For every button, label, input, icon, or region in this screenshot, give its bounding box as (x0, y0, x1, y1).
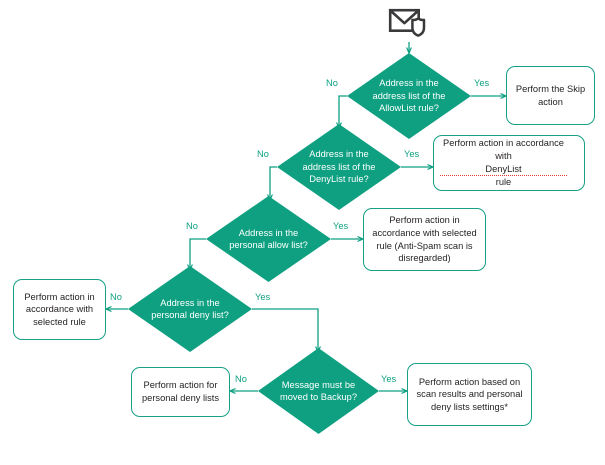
spellcheck-flagged-word: DenyList (440, 163, 567, 177)
decision-allowlist[interactable]: Address in the address list of the Allow… (347, 53, 471, 139)
decision-denylist-label: Address in the address list of the DenyL… (302, 149, 376, 185)
decision-personal-deny[interactable]: Address in the personal deny list? (128, 266, 252, 352)
edge-label-personal-allow-yes: Yes (333, 221, 349, 231)
action-denylist-rule-label: Perform action in accordance with DenyLi… (440, 137, 578, 188)
edge-label-allowlist-no: No (326, 78, 338, 88)
edge-personal-deny-yes (252, 308, 318, 352)
action-skip[interactable]: Perform the Skip action (506, 66, 595, 125)
mail-with-shield-icon (388, 8, 430, 42)
action-personal-deny-lists-label: Perform action for personal deny lists (141, 380, 219, 403)
action-selected-rule[interactable]: Perform action in accordance with select… (13, 279, 106, 340)
action-selected-rule-no-spam-label: Perform action in accordance with select… (372, 215, 477, 264)
edge-allowlist-no (339, 95, 347, 128)
action-scan-results-label: Perform action based on scan results and… (416, 376, 523, 412)
action-denylist-rule-text-before: Perform action in accordance with (443, 138, 564, 161)
decision-denylist[interactable]: Address in the address list of the DenyL… (277, 124, 401, 210)
edge-label-denylist-no: No (257, 149, 269, 159)
decision-personal-allow-label: Address in the personal allow list? (229, 227, 308, 250)
edge-denylist-no (270, 166, 277, 200)
decision-backup[interactable]: Message must be moved to Backup? (258, 348, 379, 434)
edge-label-allowlist-yes: Yes (474, 78, 490, 88)
edge-label-personal-allow-no: No (186, 221, 198, 231)
edge-label-denylist-yes: Yes (404, 149, 420, 159)
action-selected-rule-label: Perform action in accordance with select… (24, 291, 95, 327)
decision-personal-deny-label: Address in the personal deny list? (151, 297, 229, 320)
edge-label-backup-yes: Yes (381, 374, 397, 384)
edge-label-personal-deny-yes: Yes (255, 292, 271, 302)
action-personal-deny-lists[interactable]: Perform action for personal deny lists (131, 367, 230, 417)
decision-backup-label: Message must be moved to Backup? (279, 379, 357, 402)
action-skip-label: Perform the Skip action (515, 83, 586, 107)
action-scan-results[interactable]: Perform action based on scan results and… (407, 363, 532, 426)
action-denylist-rule[interactable]: Perform action in accordance with DenyLi… (433, 135, 585, 191)
decision-allowlist-label: Address in the address list of the Allow… (372, 78, 446, 114)
action-selected-rule-no-spam[interactable]: Perform action in accordance with select… (363, 208, 486, 271)
edge-personal-allow-no (190, 238, 206, 270)
decision-personal-allow[interactable]: Address in the personal allow list? (206, 196, 331, 282)
edge-label-backup-no: No (235, 374, 247, 384)
edge-label-personal-deny-no: No (110, 292, 122, 302)
action-denylist-rule-text-after: rule (495, 177, 512, 188)
